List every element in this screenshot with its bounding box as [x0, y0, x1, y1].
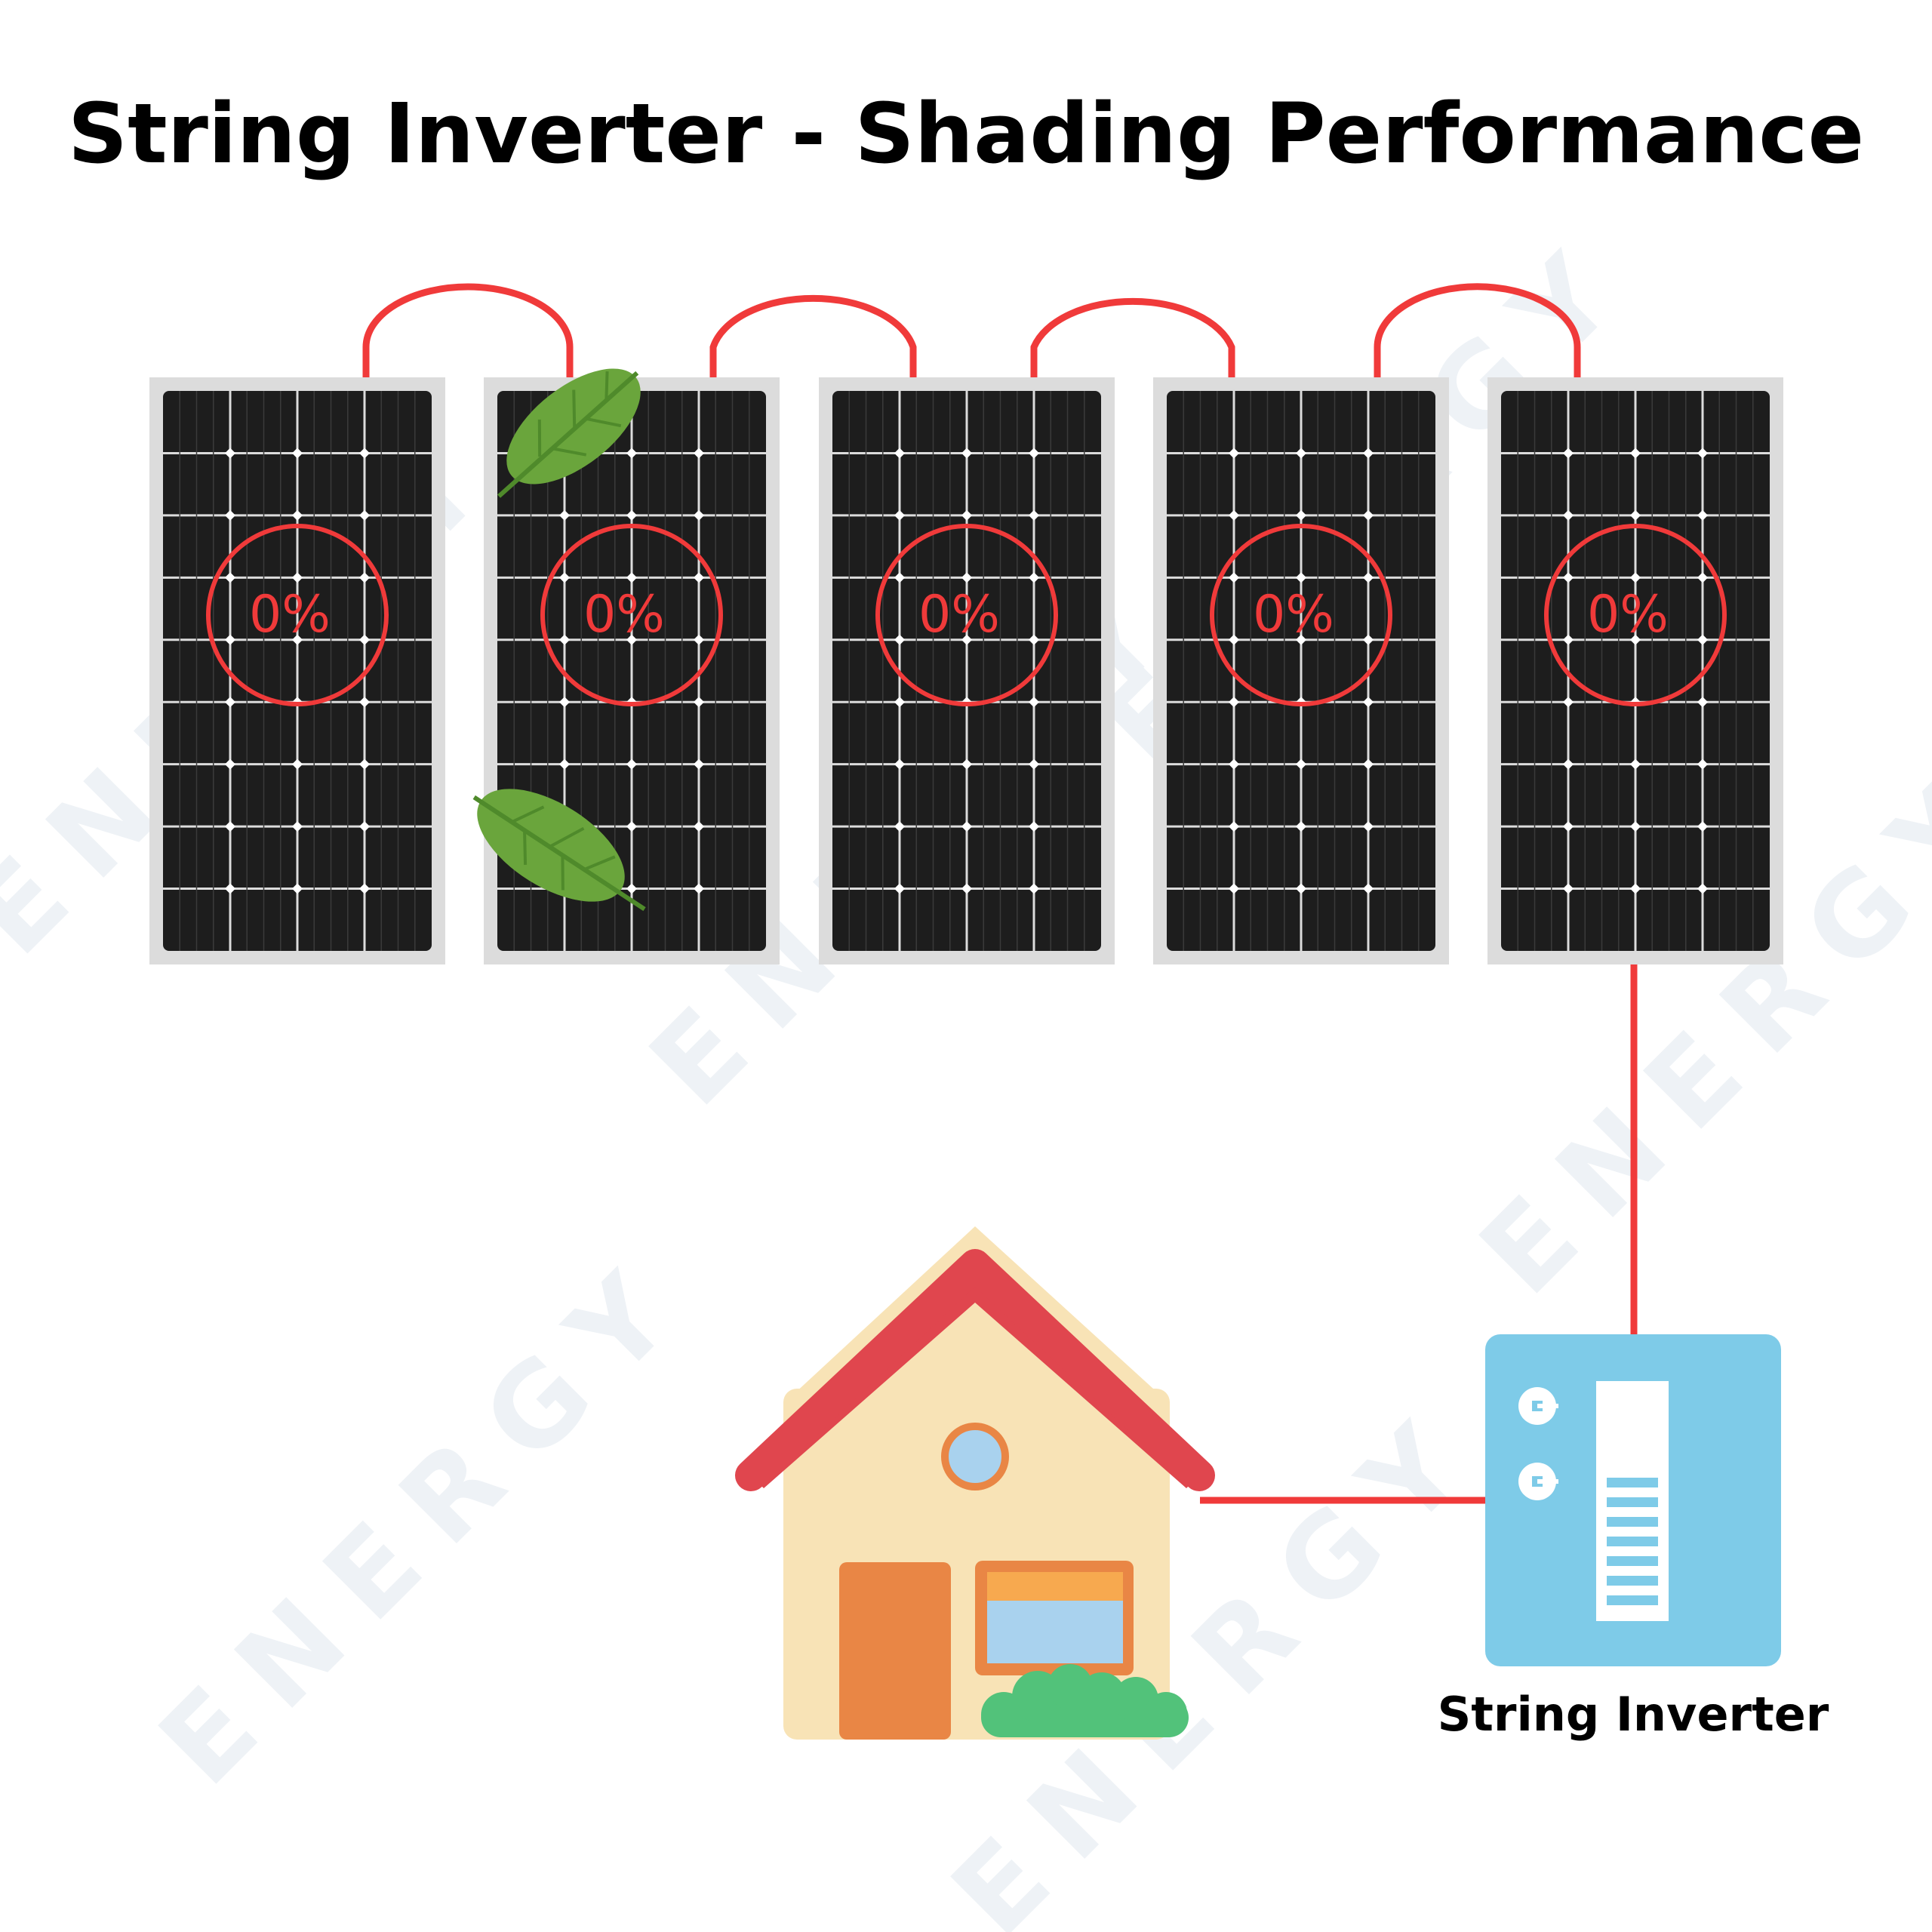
wiring	[362, 283, 1638, 1504]
efficiency-ring	[1544, 524, 1727, 706]
efficiency-ring	[875, 524, 1058, 706]
inverter-port-icon	[1518, 1387, 1558, 1425]
solar-panel-string: 0% 0% 0% 0% 0%	[149, 377, 1783, 964]
inverter-level-bar	[1607, 1517, 1658, 1527]
panel-link-wire-3	[1030, 297, 1235, 377]
panel-efficiency-label: 0%	[1587, 585, 1669, 645]
inverter-port-icon	[1518, 1463, 1558, 1500]
solar-panel-1: 0%	[149, 377, 445, 964]
inverter-level-bar	[1607, 1478, 1658, 1487]
watermark-text: ENERGY	[135, 1229, 716, 1810]
inverter-level-bars	[1607, 1478, 1658, 1605]
panel-link-wire-1	[362, 283, 574, 377]
leaf-icon	[497, 368, 641, 498]
window-awning	[987, 1572, 1123, 1601]
inverter-level-bar	[1607, 1595, 1658, 1605]
bush-icon	[981, 1664, 1189, 1737]
leaf-icon	[472, 789, 646, 912]
attic-window	[941, 1423, 1009, 1491]
panel-efficiency-label: 0%	[1253, 585, 1334, 645]
panel-link-wire-2	[709, 294, 917, 377]
window-glass	[987, 1601, 1123, 1663]
panel-efficiency-label: 0%	[583, 585, 665, 645]
panel-efficiency-label: 0%	[918, 585, 1000, 645]
inverter-level-bar	[1607, 1576, 1658, 1586]
solar-panel-2: 0%	[484, 377, 780, 964]
solar-panel-3: 0%	[819, 377, 1115, 964]
efficiency-ring	[1210, 524, 1392, 706]
panel-efficiency-label: 0%	[249, 585, 331, 645]
efficiency-ring	[540, 524, 723, 706]
diagram-title: String Inverter - Shading Performance	[68, 85, 1864, 182]
panel-link-wire-4	[1374, 283, 1581, 377]
solar-panel-5: 0%	[1487, 377, 1783, 964]
inverter-level-bar	[1607, 1556, 1658, 1566]
inverter-level-bar	[1607, 1537, 1658, 1546]
solar-panel-4: 0%	[1153, 377, 1449, 964]
inverter-icon	[1485, 1334, 1781, 1666]
house-icon	[735, 1226, 1215, 1740]
inverter-level-bar	[1607, 1497, 1658, 1507]
inverter-label: String Inverter	[1438, 1687, 1829, 1742]
efficiency-ring	[206, 524, 389, 706]
house-door	[839, 1562, 951, 1740]
